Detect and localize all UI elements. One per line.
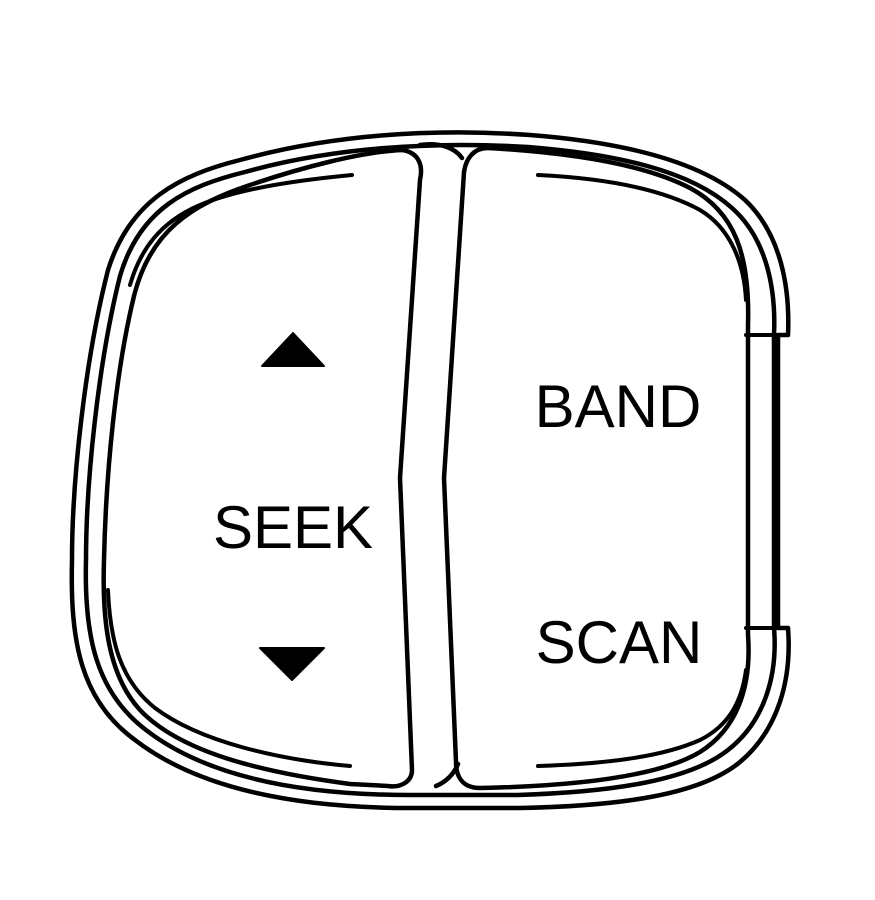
band-scan-button[interactable]: BAND SCAN — [441, 145, 751, 791]
triangle-down-icon[interactable] — [259, 647, 325, 681]
button-divider — [417, 142, 465, 789]
seek-button-top-highlight — [128, 173, 354, 287]
band-scan-top-highlight — [536, 173, 748, 302]
housing-outer-outline — [69, 130, 791, 811]
band-scan-bottom-highlight — [536, 668, 748, 768]
seek-button-outline — [101, 147, 424, 789]
scan-label[interactable]: SCAN — [536, 609, 703, 676]
triangle-up-icon[interactable] — [261, 332, 325, 367]
band-scan-button-outline — [441, 145, 751, 791]
control-housing — [69, 130, 791, 811]
seek-button[interactable]: SEEK — [101, 147, 424, 789]
seek-button-bottom-highlight — [106, 588, 352, 768]
band-label[interactable]: BAND — [535, 373, 702, 440]
seek-label: SEEK — [213, 494, 373, 561]
housing-inner-outline — [83, 142, 777, 798]
